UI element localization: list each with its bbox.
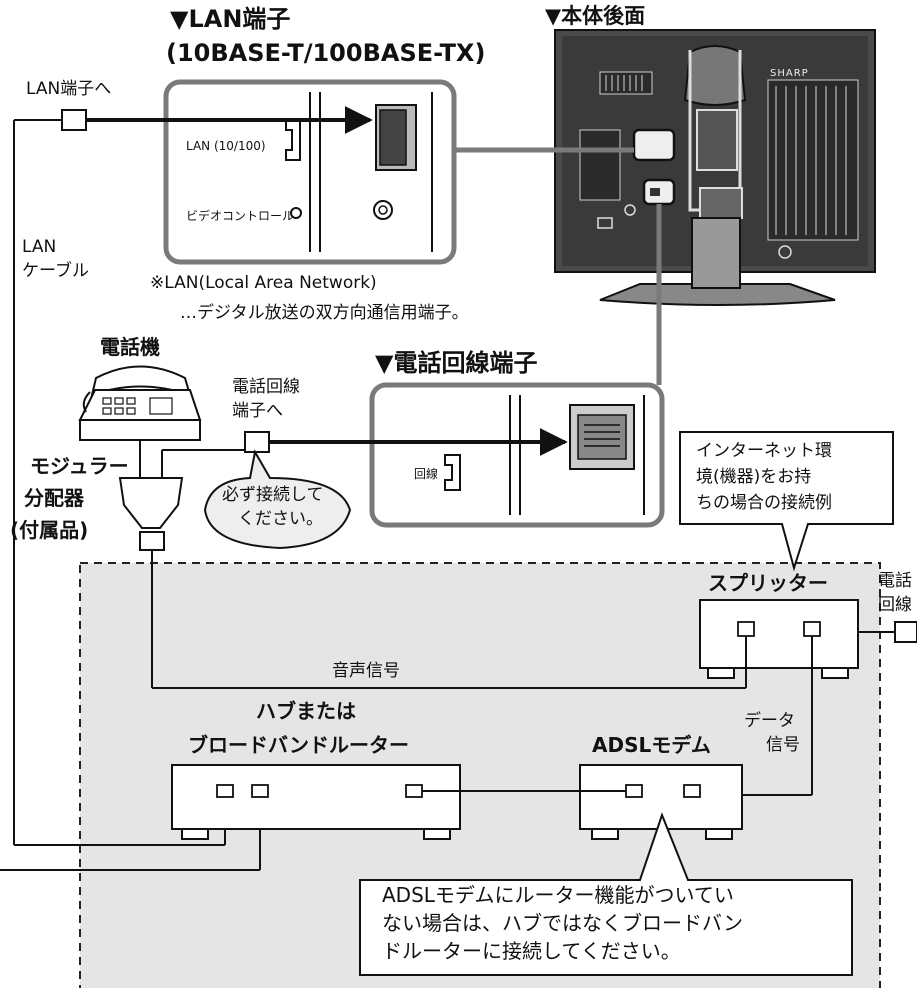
internet-example-3: ちの場合の接続例: [696, 493, 832, 513]
tv-rear-view: [554, 29, 876, 306]
adsl-note-callout: [359, 812, 853, 976]
adsl-note-3: ドルーターに接続してください。: [382, 939, 681, 963]
data-signal-1: データ: [744, 711, 795, 731]
phone-line-right-2: 回線: [878, 595, 912, 615]
tv-lan-port-highlight: [632, 128, 676, 162]
modular-splitter-label-3: (付属品): [10, 518, 89, 542]
lan-note-detail: …デジタル放送の双方向通信用端子。: [180, 303, 469, 323]
phone-header: ▼電話回線端子: [375, 349, 538, 377]
phone-port-silk: 回線: [414, 467, 439, 481]
modular-splitter-drawing: [118, 477, 184, 529]
hub-router-label-2: ブロードバンドルーター: [188, 733, 409, 757]
telephone-drawing: [78, 365, 202, 441]
hub-router-label-1: ハブまたは: [256, 699, 356, 723]
modular-splitter-label-1: モジュラー: [30, 454, 129, 478]
internet-example-2: 境(機器)をお持: [696, 467, 812, 487]
modular-splitter-label-2: 分配器: [24, 486, 84, 510]
to-phone-line-1: 電話回線: [232, 377, 300, 397]
to-phone-line-2: 端子へ: [232, 401, 283, 421]
must-connect-2: ください。: [238, 509, 323, 529]
lan-note: ※LAN(Local Area Network): [150, 273, 377, 293]
adsl-note-1: ADSLモデムにルーター機能がついてい: [382, 883, 734, 907]
adsl-modem-label: ADSLモデム: [592, 733, 711, 757]
lan-port-silk: LAN (10/100): [186, 139, 266, 153]
splitter-label: スプリッター: [708, 571, 828, 595]
voice-signal-label: 音声信号: [332, 661, 400, 681]
splitter-box: [699, 599, 859, 669]
phone-line-right-1: 電話: [878, 571, 912, 591]
tv-brand: SHARP: [770, 68, 809, 79]
must-connect-1: 必ず接続して: [222, 485, 324, 505]
data-signal-2: 信号: [766, 735, 800, 755]
lan-header-title: ▼LAN端子: [170, 5, 291, 33]
rear-header: ▼本体後面: [545, 4, 646, 28]
lan-header-subtitle: (10BASE-T/100BASE-TX): [166, 39, 486, 67]
internet-example-callout: [679, 431, 894, 572]
telephone-label: 電話機: [100, 335, 160, 359]
adsl-note-2: ない場合は、ハブではなくブロードバン: [382, 911, 743, 935]
to-lan-port-label: LAN端子へ: [26, 79, 112, 99]
must-connect-bubble: [203, 449, 352, 550]
lan-cable-label-1: LAN: [22, 237, 57, 257]
video-control-silk: ビデオコントロール: [186, 209, 295, 223]
lan-cable-label-2: ケーブル: [22, 261, 89, 281]
internet-example-1: インターネット環: [696, 441, 832, 461]
